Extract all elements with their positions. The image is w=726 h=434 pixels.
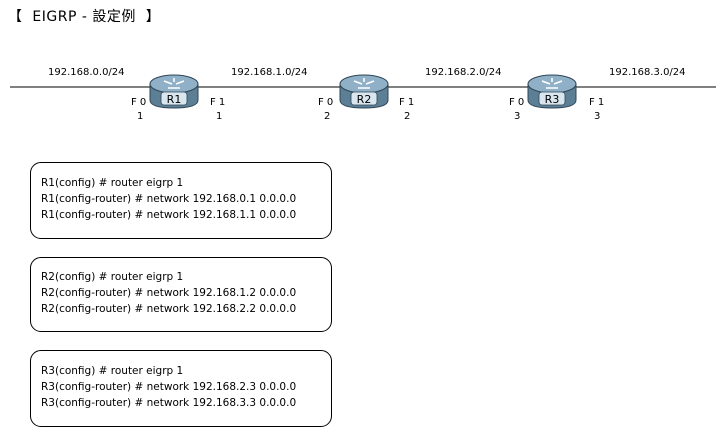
interface-label-r1-f0: F 0 (131, 97, 147, 108)
network-diagram (10, 74, 716, 109)
interface-ip-r3-f0: 3 (514, 111, 521, 122)
page-title: 【 EIGRP - 設定例 】 (8, 9, 161, 25)
network-label-2: 192.168.2.0/24 (425, 67, 502, 78)
config-line: R2(config) # router eigrp 1 (41, 271, 184, 283)
network-label-0: 192.168.0.0/24 (48, 67, 125, 78)
interface-ip-r2-f0: 2 (324, 111, 331, 122)
router-icon (527, 74, 577, 109)
interface-ip-r1-f1: 1 (216, 111, 223, 122)
config-line: R3(config-router) # network 192.168.3.3 … (41, 397, 297, 409)
config-box-r2: R2(config) # router eigrp 1 R2(config-ro… (30, 257, 332, 332)
config-line: R1(config-router) # network 192.168.1.1 … (41, 209, 297, 221)
network-label-1: 192.168.1.0/24 (231, 67, 308, 78)
interface-label-r3-f0: F 0 (509, 97, 525, 108)
router-label-r2: R2 (356, 93, 372, 106)
config-line: R3(config-router) # network 192.168.2.3 … (41, 381, 297, 393)
config-box-r1: R1(config) # router eigrp 1 R1(config-ro… (30, 162, 332, 239)
network-label-3: 192.168.3.0/24 (609, 67, 686, 78)
router-label-r1: R1 (166, 93, 182, 106)
interface-label-r2-f1: F 1 (399, 97, 415, 108)
config-line: R2(config-router) # network 192.168.2.2 … (41, 303, 297, 315)
interface-label-r3-f1: F 1 (589, 97, 605, 108)
interface-label-r2-f0: F 0 (318, 97, 334, 108)
config-line: R2(config-router) # network 192.168.1.2 … (41, 287, 297, 299)
config-box-r3: R3(config) # router eigrp 1 R3(config-ro… (30, 350, 332, 427)
router-label-r3: R3 (544, 93, 560, 106)
config-line: R3(config) # router eigrp 1 (41, 365, 184, 377)
config-line: R1(config) # router eigrp 1 (41, 177, 184, 189)
config-line: R1(config-router) # network 192.168.0.1 … (41, 193, 297, 205)
interface-label-r1-f1: F 1 (210, 97, 226, 108)
interface-ip-r1-f0: 1 (137, 111, 144, 122)
router-icon (149, 74, 199, 109)
router-icon (339, 74, 389, 109)
interface-ip-r3-f1: 3 (594, 111, 601, 122)
interface-ip-r2-f1: 2 (404, 111, 411, 122)
